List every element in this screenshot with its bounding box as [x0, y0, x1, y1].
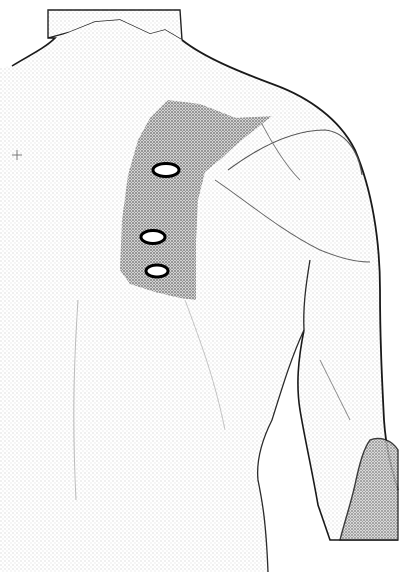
trigger-point-marker	[153, 164, 179, 177]
back-silhouette	[0, 20, 398, 572]
trigger-point-marker	[141, 231, 165, 244]
trigger-point-marker	[146, 265, 168, 277]
